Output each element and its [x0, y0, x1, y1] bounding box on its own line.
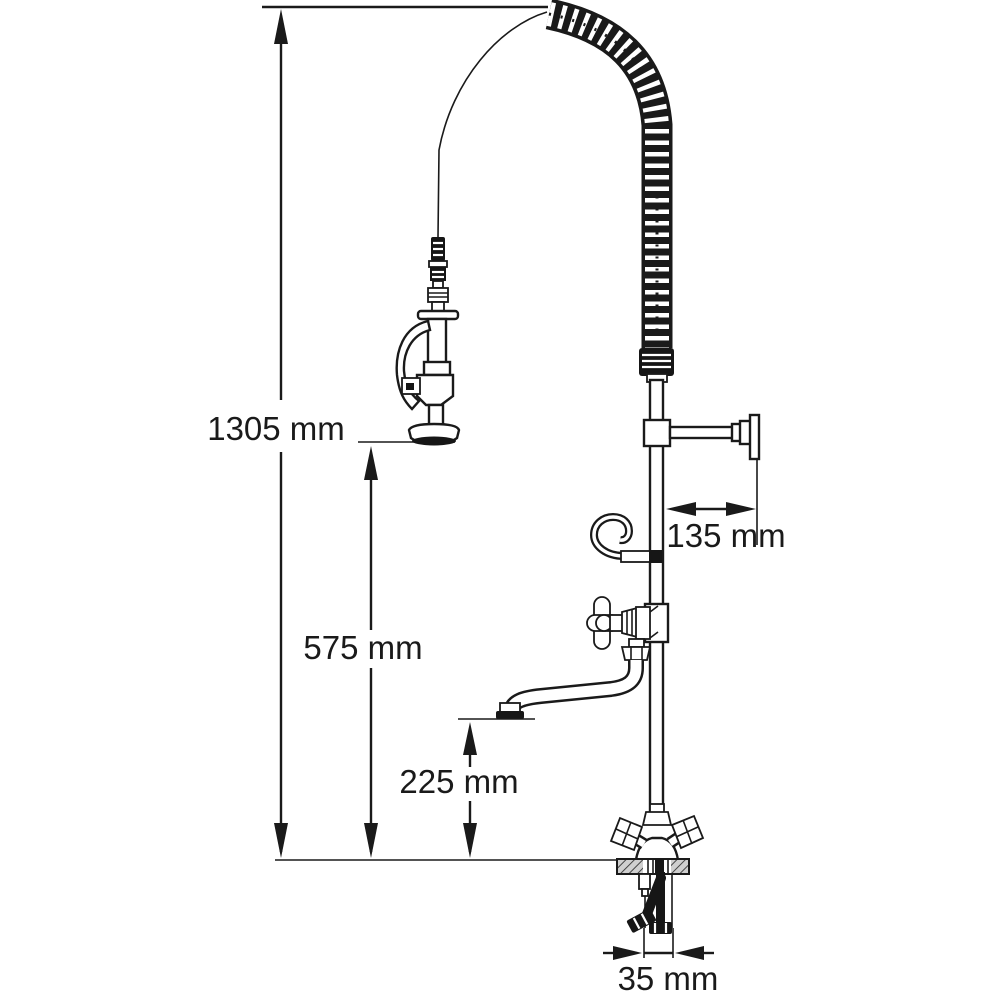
dim-label-225: 225 mm: [399, 763, 518, 800]
wall-plate: [748, 413, 761, 461]
supply-hoses: [626, 872, 673, 934]
swivel-spout: [496, 660, 644, 719]
spout-nozzle: [496, 711, 524, 719]
deck-mount: [609, 803, 705, 875]
supply-hose-angled: [642, 873, 666, 919]
hanger-hook: [589, 512, 662, 563]
coil-spring-hose: [545, 0, 674, 383]
dim-label-575: 575 mm: [303, 629, 422, 666]
dimension-overall-height: 1305 mm: [207, 5, 548, 858]
dim-label-1305: 1305 mm: [207, 410, 345, 447]
dimension-wall-bracket-offset: 135 mm: [666, 460, 786, 554]
inner-hose: [437, 11, 548, 238]
dimension-spray-head-height: 575 mm: [303, 441, 455, 858]
gun-flange: [416, 309, 460, 321]
spray-gun: [395, 237, 461, 446]
dim-label-135: 135 mm: [666, 517, 785, 554]
dim-label-35: 35 mm: [618, 960, 719, 997]
add-on-faucet-valve: [586, 596, 670, 661]
supply-hose-straight: [656, 872, 665, 924]
dimension-spout-clearance: 225 mm: [399, 718, 535, 858]
dimension-shank-width: 35 mm: [603, 928, 718, 997]
wall-bracket: [642, 413, 761, 461]
spout-coupling-nut: [620, 646, 652, 661]
